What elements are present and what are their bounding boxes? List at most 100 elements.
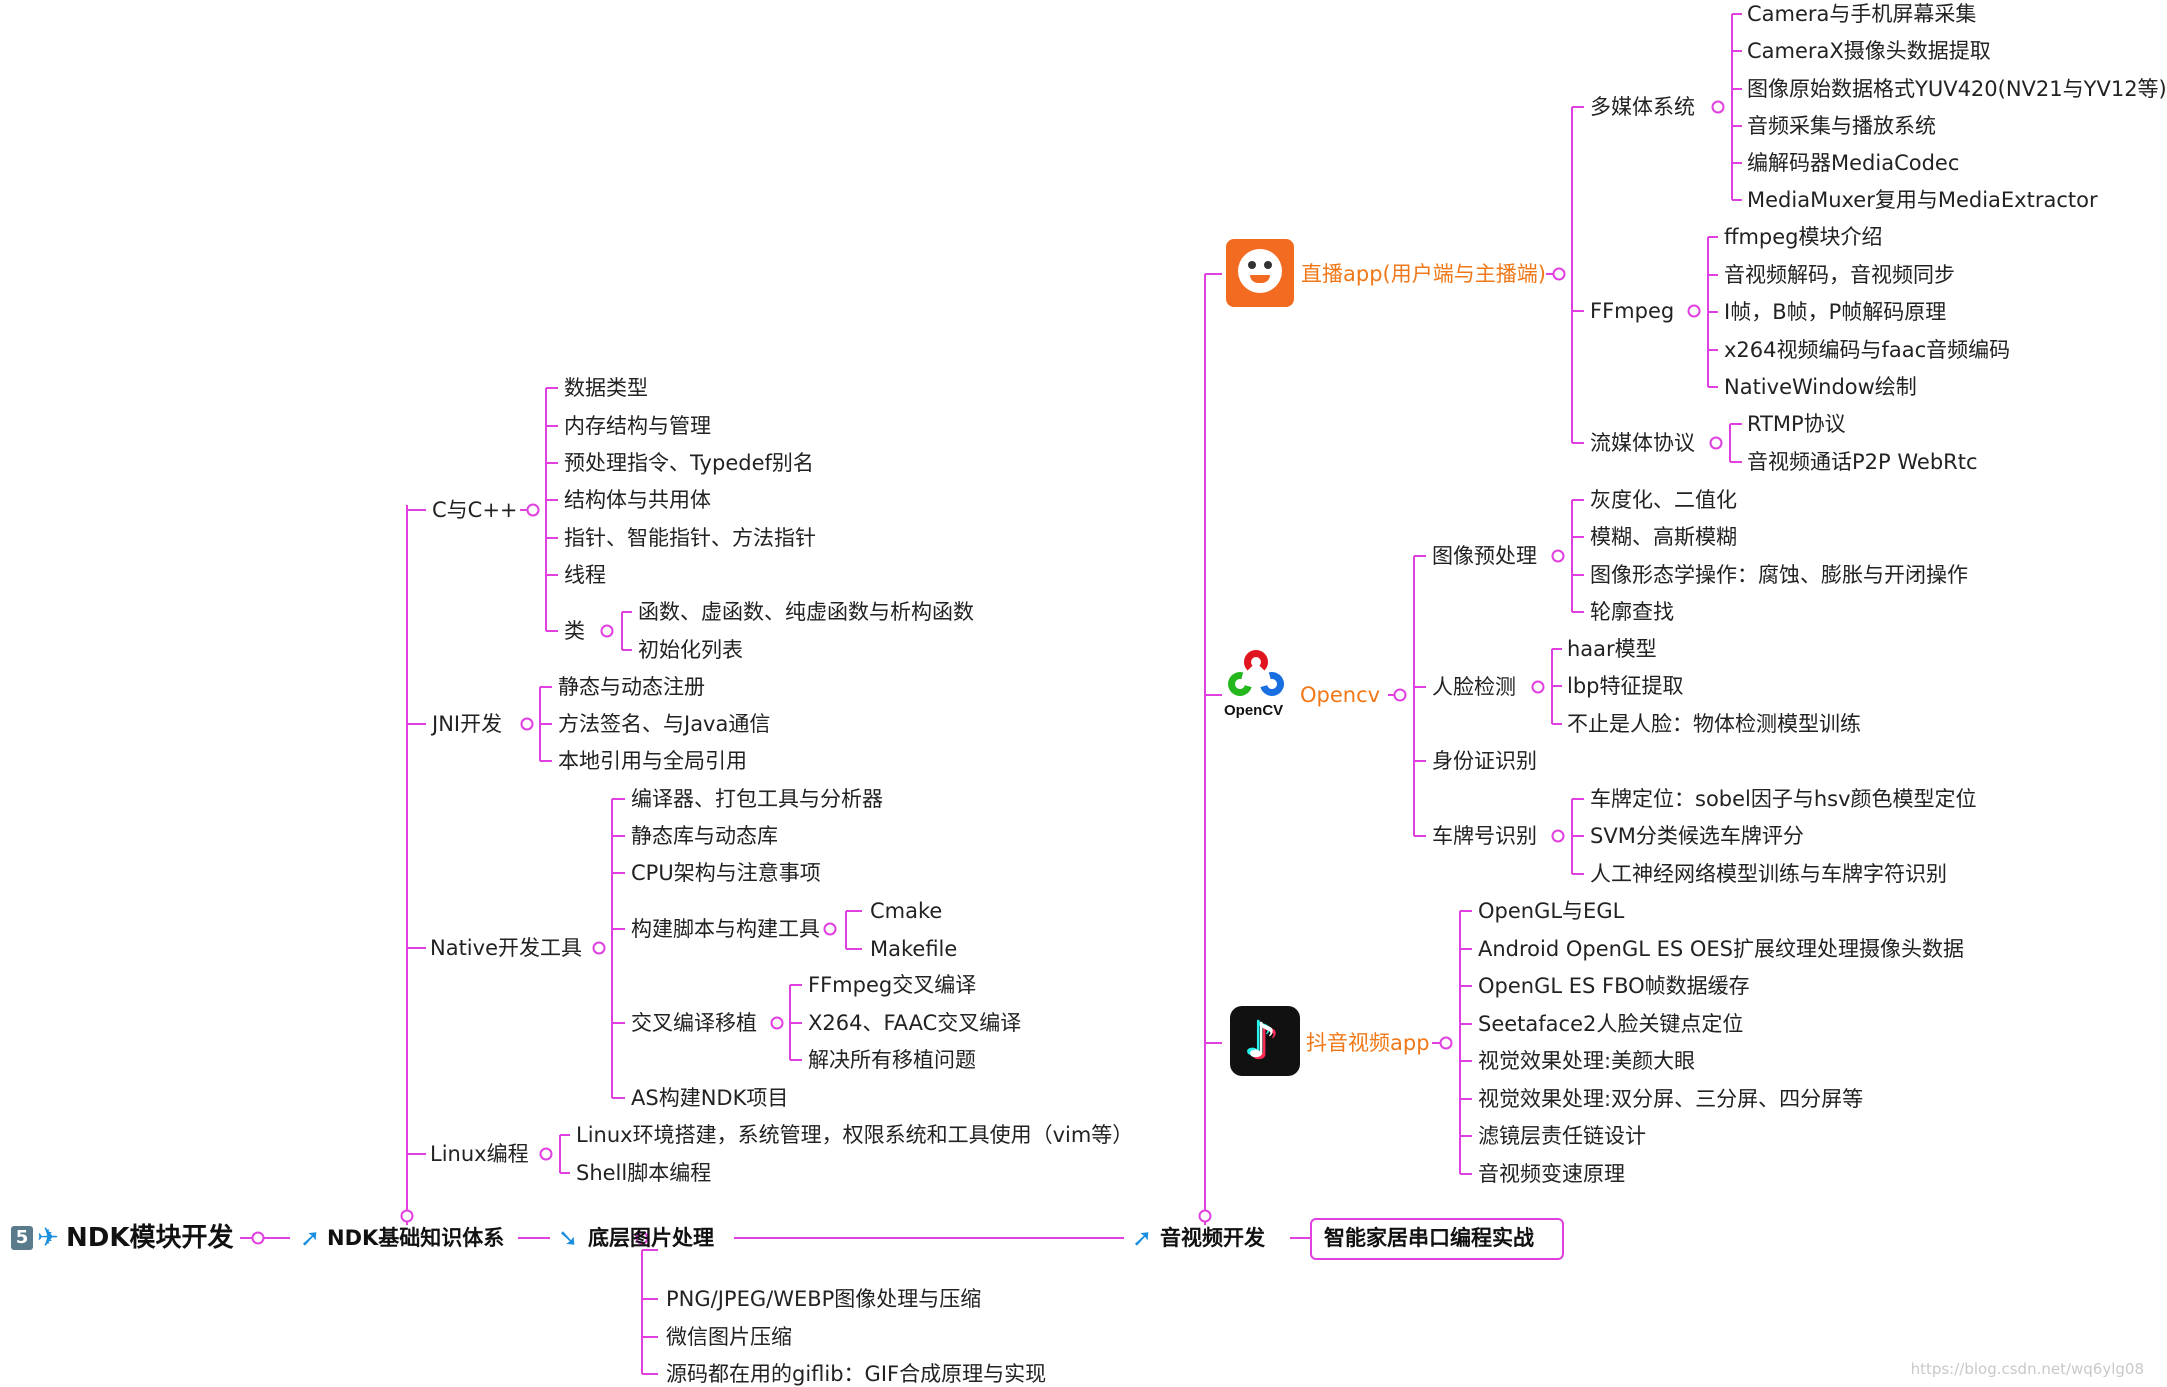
douyin-item[interactable]: 滤镜层责任链设计 bbox=[1478, 1124, 1646, 1148]
tool-item[interactable]: 静态库与动态库 bbox=[631, 824, 778, 848]
build-item[interactable]: Makefile bbox=[870, 937, 958, 961]
opencv-node[interactable]: Opencv bbox=[1300, 683, 1381, 707]
cross-item[interactable]: 解决所有移植问题 bbox=[808, 1048, 976, 1072]
douyin-item[interactable]: 音视频变速原理 bbox=[1478, 1162, 1625, 1186]
expand-node-circle[interactable] bbox=[823, 922, 837, 936]
c-item[interactable]: 指针、智能指针、方法指针 bbox=[564, 526, 816, 550]
build-node[interactable]: 构建脚本与构建工具 bbox=[631, 917, 820, 941]
preprocess-item[interactable]: 模糊、高斯模糊 bbox=[1590, 525, 1737, 549]
douyin-item[interactable]: OpenGL与EGL bbox=[1478, 899, 1625, 923]
douyin-item[interactable]: OpenGL ES FBO帧数据缓存 bbox=[1478, 974, 1750, 998]
c-item[interactable]: 数据类型 bbox=[564, 376, 648, 400]
expand-node-circle[interactable] bbox=[592, 941, 606, 955]
expand-node-circle[interactable] bbox=[770, 1016, 784, 1030]
cross-item[interactable]: X264、FAAC交叉编译 bbox=[808, 1011, 1022, 1035]
branch-smart-home[interactable]: 智能家居串口编程实战 bbox=[1324, 1226, 1534, 1250]
c-cpp-node[interactable]: C与C++ bbox=[432, 498, 518, 522]
class-node[interactable]: 类 bbox=[564, 619, 585, 643]
expand-node-circle[interactable] bbox=[526, 503, 540, 517]
expand-node-circle[interactable] bbox=[1393, 688, 1407, 702]
multimedia-item[interactable]: MediaMuxer复用与MediaExtractor bbox=[1747, 188, 2098, 212]
multimedia-item[interactable]: 音频采集与播放系统 bbox=[1747, 114, 1936, 138]
opencv-logo: OpenCV bbox=[1223, 650, 1290, 724]
c-item[interactable]: 内存结构与管理 bbox=[564, 414, 711, 438]
expand-node-circle[interactable] bbox=[635, 1231, 649, 1245]
expand-node-circle[interactable] bbox=[1439, 1036, 1453, 1050]
jni-item[interactable]: 静态与动态注册 bbox=[558, 675, 705, 699]
idcard-node[interactable]: 身份证识别 bbox=[1432, 749, 1537, 773]
image-item[interactable]: 源码都在用的giflib：GIF合成原理与实现 bbox=[666, 1362, 1047, 1386]
image-item[interactable]: PNG/JPEG/WEBP图像处理与压缩 bbox=[666, 1287, 982, 1311]
class-item[interactable]: 函数、虚函数、纯虚函数与析构函数 bbox=[638, 600, 974, 624]
multimedia-item[interactable]: 图像原始数据格式YUV420(NV21与YV12等) bbox=[1747, 77, 2167, 101]
stream-node[interactable]: 流媒体协议 bbox=[1590, 431, 1695, 455]
expand-node-circle[interactable] bbox=[1687, 304, 1701, 318]
douyin-logo: ♪ bbox=[1230, 1006, 1300, 1076]
ffmpeg-item[interactable]: x264视频编码与faac音频编码 bbox=[1724, 338, 2011, 362]
branch-smart-home-box[interactable] bbox=[1310, 1218, 1564, 1260]
multimedia-item[interactable]: CameraX摄像头数据提取 bbox=[1747, 39, 1991, 63]
cross-item[interactable]: FFmpeg交叉编译 bbox=[808, 973, 977, 997]
plate-item[interactable]: SVM分类候选车牌评分 bbox=[1590, 824, 1804, 848]
plate-item[interactable]: 车牌定位：sobel因子与hsv颜色模型定位 bbox=[1590, 787, 1977, 811]
class-item[interactable]: 初始化列表 bbox=[638, 638, 743, 662]
branch-image[interactable]: 底层图片处理 bbox=[588, 1226, 714, 1250]
native-tools-node[interactable]: Native开发工具 bbox=[430, 936, 582, 960]
multimedia-item[interactable]: Camera与手机屏幕采集 bbox=[1747, 2, 1977, 26]
douyin-item[interactable]: Seetaface2人脸关键点定位 bbox=[1478, 1012, 1744, 1036]
c-item[interactable]: 线程 bbox=[564, 563, 606, 587]
expand-node-circle[interactable] bbox=[600, 624, 614, 638]
linux-node[interactable]: Linux编程 bbox=[430, 1142, 529, 1166]
preprocess-node[interactable]: 图像预处理 bbox=[1432, 544, 1537, 568]
expand-node-circle[interactable] bbox=[1709, 436, 1723, 450]
ffmpeg-item[interactable]: I帧，B帧，P帧解码原理 bbox=[1724, 300, 1947, 324]
plate-node[interactable]: 车牌号识别 bbox=[1432, 824, 1537, 848]
expand-node-circle[interactable] bbox=[520, 717, 534, 731]
linux-item[interactable]: Shell脚本编程 bbox=[576, 1161, 712, 1185]
linux-item[interactable]: Linux环境搭建，系统管理，权限系统和工具使用（vim等） bbox=[576, 1123, 1134, 1147]
stream-item[interactable]: RTMP协议 bbox=[1747, 412, 1846, 436]
douyin-node[interactable]: 抖音视频app bbox=[1306, 1031, 1430, 1055]
stream-item[interactable]: 音视频通话P2P WebRtc bbox=[1747, 450, 1978, 474]
cross-node[interactable]: 交叉编译移植 bbox=[631, 1011, 757, 1035]
live-app-node[interactable]: 直播app(用户端与主播端) bbox=[1301, 262, 1546, 286]
branch-av[interactable]: 音视频开发 bbox=[1160, 1226, 1265, 1250]
image-item[interactable]: 微信图片压缩 bbox=[666, 1325, 792, 1349]
douyin-item[interactable]: 视觉效果处理:双分屏、三分屏、四分屏等 bbox=[1478, 1087, 1864, 1111]
tool-item[interactable]: 编译器、打包工具与分析器 bbox=[631, 787, 883, 811]
face-node[interactable]: 人脸检测 bbox=[1432, 675, 1516, 699]
jni-node[interactable]: JNI开发 bbox=[432, 712, 503, 736]
build-item[interactable]: Cmake bbox=[870, 899, 943, 923]
preprocess-item[interactable]: 图像形态学操作：腐蚀、膨胀与开闭操作 bbox=[1590, 563, 1968, 587]
multimedia-node[interactable]: 多媒体系统 bbox=[1590, 95, 1695, 119]
douyin-item[interactable]: Android OpenGL ES OES扩展纹理处理摄像头数据 bbox=[1478, 937, 1965, 961]
expand-node-circle[interactable] bbox=[400, 1209, 414, 1223]
ffmpeg-item[interactable]: NativeWindow绘制 bbox=[1724, 375, 1917, 399]
c-item[interactable]: 结构体与共用体 bbox=[564, 488, 711, 512]
branch-ndk-basics[interactable]: NDK基础知识体系 bbox=[327, 1226, 505, 1250]
multimedia-item[interactable]: 编解码器MediaCodec bbox=[1747, 151, 1960, 175]
expand-node-circle[interactable] bbox=[1551, 549, 1565, 563]
face-item[interactable]: haar模型 bbox=[1567, 637, 1657, 661]
expand-node-circle[interactable] bbox=[539, 1147, 553, 1161]
tool-item[interactable]: CPU架构与注意事项 bbox=[631, 861, 821, 885]
face-item[interactable]: lbp特征提取 bbox=[1567, 674, 1684, 698]
tool-item[interactable]: AS构建NDK项目 bbox=[631, 1086, 789, 1110]
expand-node-circle[interactable] bbox=[1531, 680, 1545, 694]
expand-node-circle[interactable] bbox=[1551, 829, 1565, 843]
jni-item[interactable]: 本地引用与全局引用 bbox=[558, 749, 747, 773]
face-item[interactable]: 不止是人脸：物体检测模型训练 bbox=[1567, 712, 1861, 736]
preprocess-item[interactable]: 轮廓查找 bbox=[1590, 600, 1674, 624]
ffmpeg-node[interactable]: FFmpeg bbox=[1590, 299, 1675, 323]
jni-item[interactable]: 方法签名、与Java通信 bbox=[558, 712, 771, 736]
douyin-item[interactable]: 视觉效果处理:美颜大眼 bbox=[1478, 1049, 1696, 1073]
expand-node-circle[interactable] bbox=[1198, 1209, 1212, 1223]
c-item[interactable]: 预处理指令、Typedef别名 bbox=[564, 451, 814, 475]
expand-node-circle[interactable] bbox=[1552, 267, 1566, 281]
ffmpeg-item[interactable]: ffmpeg模块介绍 bbox=[1724, 225, 1883, 249]
preprocess-item[interactable]: 灰度化、二值化 bbox=[1590, 488, 1737, 512]
ffmpeg-item[interactable]: 音视频解码，音视频同步 bbox=[1724, 263, 1955, 287]
plate-item[interactable]: 人工神经网络模型训练与车牌字符识别 bbox=[1590, 862, 1947, 886]
expand-node-circle[interactable] bbox=[1711, 100, 1725, 114]
expand-node-circle[interactable] bbox=[251, 1231, 265, 1245]
